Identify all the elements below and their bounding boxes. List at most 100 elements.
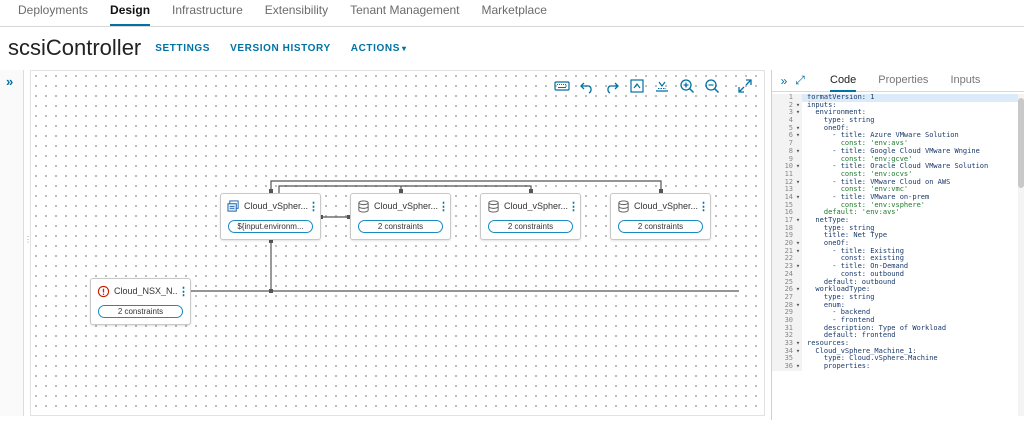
redo-icon[interactable] [603,77,621,95]
tab-properties[interactable]: Properties [878,73,929,86]
node-constraint-pill[interactable]: ${input.environm... [228,220,313,233]
expand-icon[interactable]: ⤢ [795,73,805,87]
code-text: - title: Oracle Cloud VMware Solution [807,162,989,171]
code-line: 17▾ netType: [772,216,1024,225]
code-line: 31 description: Type of Workload [772,324,1024,333]
fold-toggle-icon[interactable]: ▾ [794,300,802,310]
code-text: title: Net Type [807,231,888,240]
code-text: const: 'env:ocvs' [807,169,913,178]
connection-lines [191,180,739,293]
layout-icon[interactable] [653,77,671,95]
fold-toggle-icon[interactable]: ▾ [794,262,802,271]
fold-toggle-icon[interactable]: ▾ [794,123,802,133]
code-text: type: Cloud.vSphere.Machine [807,354,938,363]
zoom-in-icon[interactable] [678,77,696,95]
code-line: 18 type: string [772,223,1024,233]
line-number: 19 [772,232,794,241]
nav-tab-deployments[interactable]: Deployments [18,3,89,17]
nav-tab-extensibility[interactable]: Extensibility [264,3,329,17]
fold-toggle-icon[interactable]: ▾ [794,100,802,110]
actions-menu[interactable]: ACTIONS▾ [351,43,407,54]
node-constraint-pill[interactable]: 2 constraints [618,220,703,233]
line-number: 11 [772,170,794,179]
more-options-icon[interactable]: ⋮ [568,200,579,213]
nav-tab-design[interactable]: Design [110,3,151,26]
fold-toggle-icon[interactable]: ▾ [794,192,802,202]
more-options-icon[interactable]: ⋮ [178,285,189,298]
fold-toggle-icon[interactable]: ▾ [794,362,802,371]
fold-toggle-icon[interactable]: ▾ [794,239,802,248]
design-canvas[interactable]: Cloud_vSpher... ⋮ ${input.environm... Cl… [30,70,765,416]
fold-toggle-icon [794,140,802,148]
keyboard-icon[interactable] [553,77,571,95]
line-number: 36 [772,362,794,371]
node-constraint-pill[interactable]: 2 constraints [488,220,573,233]
code-line: 22 const: existing [772,255,1024,264]
settings-link[interactable]: SETTINGS [155,42,211,54]
scrollbar-thumb[interactable] [1018,98,1024,188]
node-label: Cloud_NSX_N... [114,286,178,296]
node-constraint-pill[interactable]: 2 constraints [98,305,183,318]
fold-toggle-icon[interactable]: ▾ [794,216,802,225]
line-number: 2 [772,101,794,110]
fold-toggle-icon[interactable]: ▾ [794,246,802,256]
node-constraint-pill[interactable]: 2 constraints [358,220,443,233]
code-scrollbar[interactable] [1018,94,1024,416]
more-options-icon[interactable]: ⋮ [438,200,449,213]
code-text: const: outbound [807,269,904,278]
code-line: 15 const: 'env:vsphere' [772,200,1024,210]
code-text: default: 'env:avs' [807,208,900,217]
resize-handle[interactable]: ⋮ [24,235,32,244]
version-history-link[interactable]: VERSION HISTORY [230,42,331,54]
fold-toggle-icon[interactable]: ▾ [794,285,802,294]
fold-toggle-icon[interactable]: ▾ [794,339,802,348]
error-icon [97,285,110,297]
chevron-down-icon: ▾ [401,43,407,53]
expand-panel-icon[interactable]: » [6,74,14,89]
code-text: oneOf: [807,239,850,248]
fullscreen-icon[interactable] [736,77,754,95]
more-options-icon[interactable]: ⋮ [698,200,709,213]
canvas-node-vsphere-disk[interactable]: Cloud_vSpher... ⋮ 2 constraints [350,193,451,240]
nav-tab-tenant-management[interactable]: Tenant Management [350,3,460,17]
undo-icon[interactable] [578,77,596,95]
code-text: enum: [807,300,845,309]
tab-code[interactable]: Code [830,70,857,92]
fold-toggle-icon [794,186,802,194]
node-label: Cloud_vSpher... [244,201,308,211]
canvas-node-vsphere-machine[interactable]: Cloud_vSpher... ⋮ ${input.environm... [220,193,321,240]
canvas-node-vsphere-disk[interactable]: Cloud_vSpher... ⋮ 2 constraints [480,193,581,240]
code-line: 7 const: 'env:avs' [772,139,1024,148]
code-text: properties: [807,362,871,371]
fold-toggle-icon [794,255,802,264]
canvas-node-vsphere-disk[interactable]: Cloud_vSpher... ⋮ 2 constraints [610,193,711,240]
code-text: netType: [807,216,850,224]
line-number: 13 [772,186,794,194]
code-line: 23▾ - title: On-Demand [772,262,1024,271]
fold-toggle-icon[interactable]: ▾ [794,177,802,187]
fold-toggle-icon [794,309,802,317]
code-text: - frontend [807,315,875,324]
fold-toggle-icon[interactable]: ▾ [794,346,802,356]
fold-toggle-icon[interactable]: ▾ [794,146,802,156]
code-text: const: 'env:vsphere' [807,200,926,209]
nav-tab-marketplace[interactable]: Marketplace [481,3,547,17]
fold-toggle-icon[interactable]: ▾ [794,108,802,118]
fit-to-view-icon[interactable] [628,77,646,95]
node-label: Cloud_vSpher... [374,201,438,211]
tab-inputs[interactable]: Inputs [950,73,981,86]
code-text: type: string [807,223,875,232]
fold-toggle-icon[interactable]: ▾ [794,131,802,141]
code-text: Cloud_vSphere_Machine_1: [807,346,917,355]
line-number: 22 [772,255,794,264]
fold-toggle-icon[interactable]: ▾ [794,162,802,171]
fold-toggle-icon [794,209,802,217]
canvas-node-nsx-network[interactable]: Cloud_NSX_N... ⋮ 2 constraints [90,278,191,325]
zoom-out-icon[interactable] [703,77,721,95]
collapse-panel-icon[interactable]: » [780,73,788,88]
more-options-icon[interactable]: ⋮ [308,200,319,213]
nav-tab-infrastructure[interactable]: Infrastructure [172,3,243,17]
fold-toggle-icon [794,293,802,302]
line-number: 12 [772,178,794,187]
